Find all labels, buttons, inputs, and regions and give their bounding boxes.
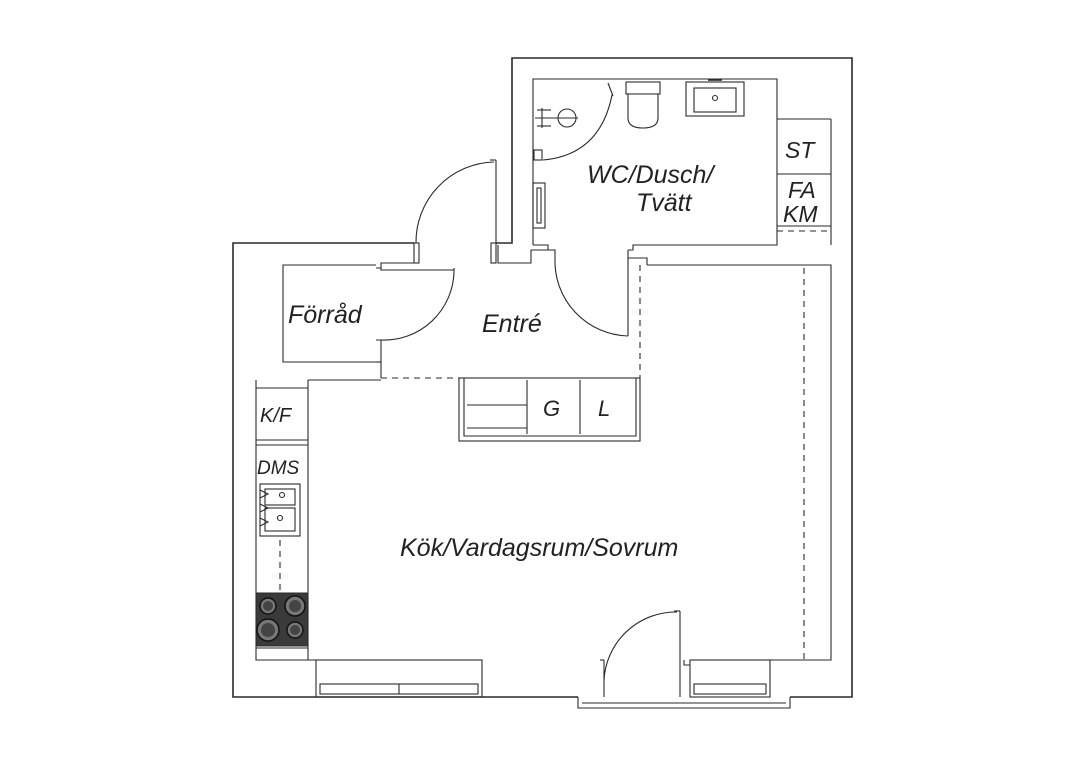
balcony-door	[577, 610, 791, 709]
room-label-entre: Entré	[482, 310, 542, 338]
room-label-living: Kök/Vardagsrum/Sovrum	[400, 534, 678, 562]
kitchen-sink	[259, 483, 301, 537]
room-label-wc-line2: Tvätt	[636, 189, 693, 217]
wardrobes	[458, 377, 641, 442]
fixture-label-l: L	[598, 396, 610, 421]
wc-door	[554, 257, 629, 337]
stove	[255, 592, 309, 647]
windows	[315, 659, 771, 698]
kitchen-counter	[256, 387, 308, 649]
fixture-label-g: G	[543, 396, 560, 421]
room-label-wc-line1: WC/Dusch/	[587, 161, 716, 189]
fixture-label-fa: FA	[788, 177, 816, 203]
fixture-label-kf: K/F	[260, 405, 293, 427]
storage-room	[282, 264, 455, 378]
shower	[533, 82, 614, 161]
wc-bench	[532, 182, 546, 229]
fixture-label-km: KM	[783, 201, 818, 227]
wc-sink	[685, 79, 745, 117]
fixture-label-dms: DMS	[257, 458, 300, 479]
room-label-forrad: Förråd	[288, 301, 363, 329]
fixture-label-st: ST	[785, 137, 816, 163]
toilet	[625, 81, 661, 129]
wc-room-walls	[497, 78, 832, 265]
entry-partitions	[307, 265, 805, 660]
entrance-door	[413, 159, 497, 264]
